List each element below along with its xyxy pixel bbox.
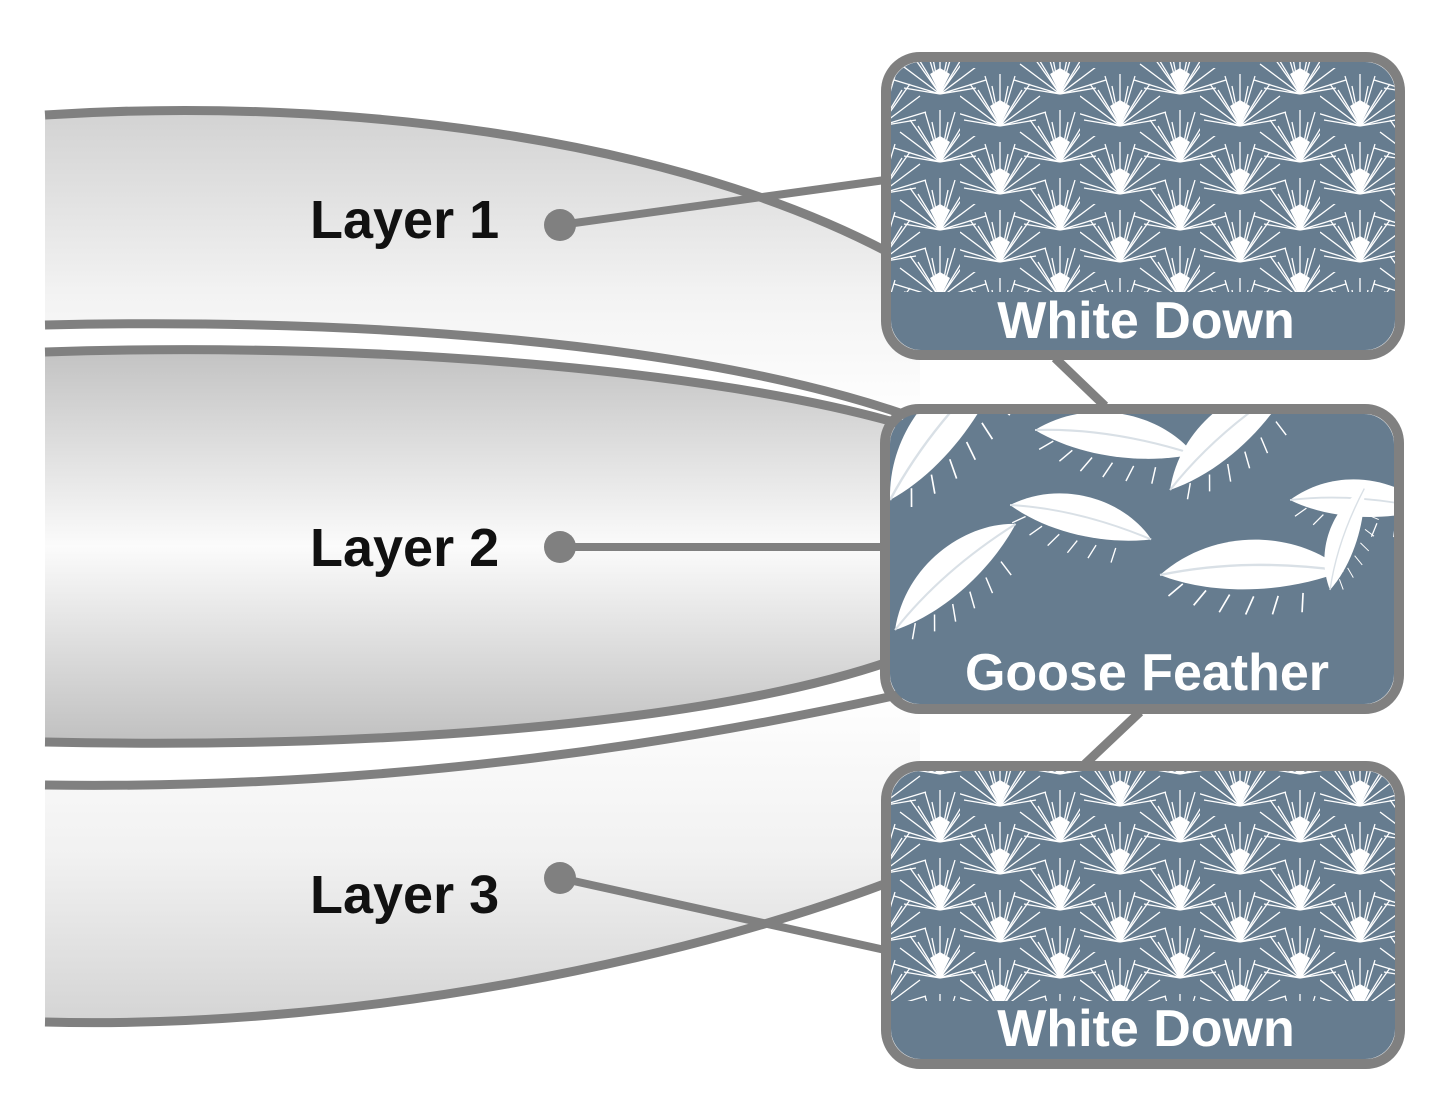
panel-white-down-bottom: White Down [881, 761, 1405, 1069]
layer-2-label: Layer 2 [310, 518, 499, 578]
layer-1-lower-outline [44, 319, 922, 425]
down-pattern [891, 771, 1395, 1001]
leader-line-layer-1 [559, 176, 886, 229]
leader-dot-layer-3 [544, 862, 576, 894]
layer-2-upper-outline [44, 345, 922, 435]
leader-dot-layer-1 [544, 209, 576, 241]
layer-1-shape [45, 110, 920, 421]
layer-1-outline [44, 105, 923, 274]
leader-dot-layer-2 [544, 531, 576, 563]
layer-3-lower-outline [44, 865, 922, 1028]
panel-2-label: Goose Feather [965, 644, 1329, 702]
panel-3-label: White Down [997, 1000, 1295, 1058]
layer-2-shape [45, 349, 920, 744]
panel-goose-feather: Goose Feather [880, 404, 1404, 714]
panel-white-down-top: White Down [881, 52, 1405, 360]
down-pattern [891, 62, 1395, 292]
layer-2-lower-outline [44, 645, 922, 748]
layer-3-upper-outline [44, 685, 921, 790]
layer-3-label: Layer 3 [310, 865, 499, 925]
leader-line-layer-3 [559, 874, 886, 954]
layer-1-label: Layer 1 [310, 190, 499, 250]
connector-panel-1-2 [1051, 354, 1109, 410]
connector-panel-2-3 [1081, 708, 1144, 768]
panel-1-label: White Down [997, 292, 1295, 350]
